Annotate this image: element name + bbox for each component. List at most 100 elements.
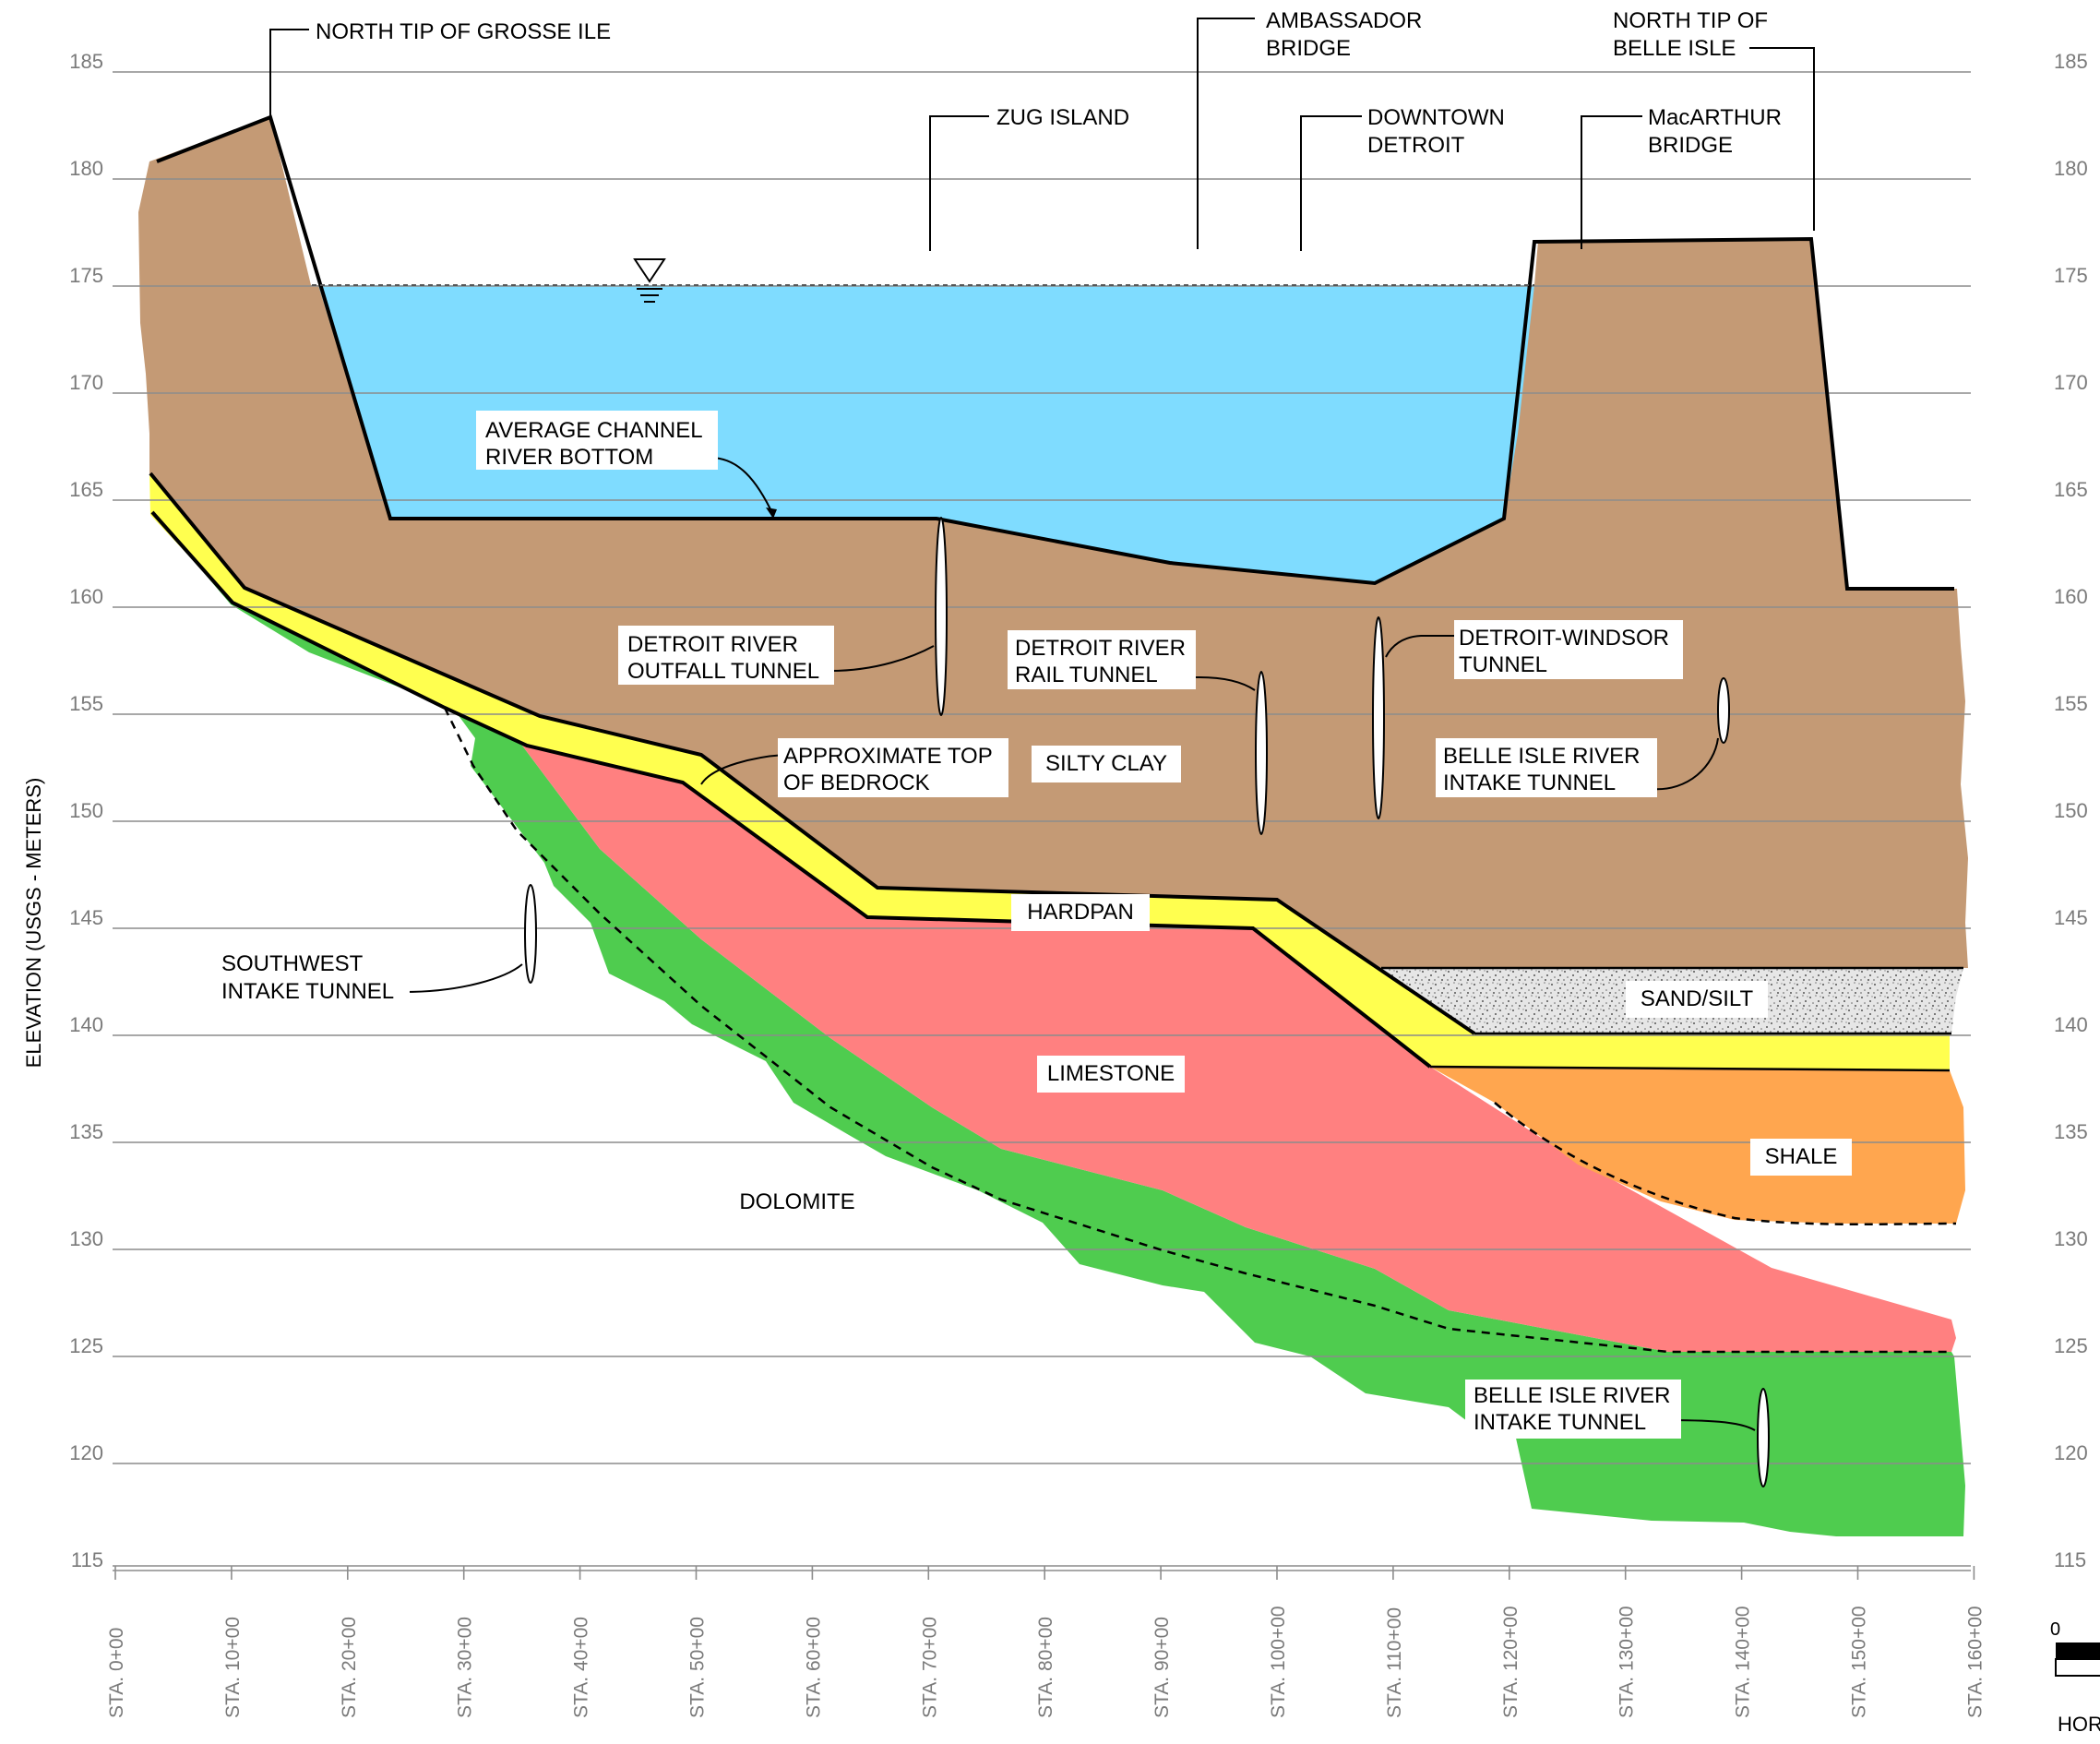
windsor-tunnel-shape bbox=[1372, 616, 1385, 819]
label-silty-clay: SILTY CLAY bbox=[1045, 751, 1167, 776]
downtown-leader bbox=[1300, 115, 1362, 251]
y-tick-label-left: 160 bbox=[69, 585, 103, 608]
x-tick-label: STA. 50+00 bbox=[687, 1617, 709, 1718]
windsor-leader bbox=[1385, 635, 1456, 658]
y-tick-label-right: 120 bbox=[2054, 1441, 2088, 1464]
label-belle-lower-2: INTAKE TUNNEL bbox=[1474, 1410, 1646, 1435]
label-limestone: LIMESTONE bbox=[1047, 1061, 1175, 1086]
y-tick-label-right: 140 bbox=[2054, 1013, 2088, 1036]
x-tick-label: STA. 40+00 bbox=[571, 1617, 592, 1718]
outlines bbox=[149, 114, 1963, 1354]
label-outfall-1: DETROIT RIVER bbox=[627, 632, 798, 657]
landmark-labels: NORTH TIP OF GROSSE ILE AMBASSADOR BRIDG… bbox=[316, 8, 1782, 158]
y-tick-label-right: 145 bbox=[2054, 906, 2088, 929]
y-tick-label-left: 120 bbox=[69, 1441, 103, 1464]
rail-leader bbox=[1164, 676, 1256, 691]
y-tick-label-right: 150 bbox=[2054, 799, 2088, 822]
y-tick-label-right: 135 bbox=[2054, 1120, 2088, 1143]
hardpan-top-line bbox=[149, 472, 1476, 1035]
dolomite-layer bbox=[152, 512, 1965, 1536]
label-bedrock-2: OF BEDROCK bbox=[783, 770, 930, 795]
label-channel-2: RIVER BOTTOM bbox=[485, 445, 653, 470]
label-macarthur-1: MacARTHUR bbox=[1648, 105, 1782, 130]
y-tick-label-left: 140 bbox=[69, 1013, 103, 1036]
label-dolomite: DOLOMITE bbox=[739, 1189, 854, 1214]
y-tick-label-left: 135 bbox=[69, 1120, 103, 1143]
y-tick-label-right: 170 bbox=[2054, 371, 2088, 394]
x-tick-label: STA. 70+00 bbox=[919, 1617, 940, 1718]
shale-bottom-dashed-line bbox=[1494, 1102, 1957, 1226]
x-tick-label: STA. 10+00 bbox=[222, 1617, 244, 1718]
label-downtown-2: DETROIT bbox=[1367, 133, 1465, 158]
belle-intake-upper-shape bbox=[1717, 677, 1730, 744]
y-ticks-right: 1851801751701651601551501451401351301251… bbox=[2054, 50, 2088, 1571]
x-tick-label: STA. 140+00 bbox=[1733, 1606, 1754, 1718]
belle-intake-lower-shape bbox=[1757, 1388, 1770, 1487]
y-tick-label-left: 175 bbox=[69, 264, 103, 287]
shale-layer bbox=[1430, 1067, 1965, 1224]
x-tick-label: STA. 110+00 bbox=[1384, 1607, 1405, 1718]
x-tick-label: STA. 100+00 bbox=[1268, 1606, 1289, 1718]
label-rail-2: RAIL TUNNEL bbox=[1015, 663, 1158, 687]
shale-top-line bbox=[1429, 1065, 1951, 1072]
x-tick-label: STA. 160+00 bbox=[1964, 1606, 1986, 1718]
southwest-intake-shape bbox=[524, 884, 537, 984]
y-tick-label-right: 115 bbox=[2054, 1548, 2086, 1571]
y-tick-label-left: 180 bbox=[69, 157, 103, 180]
label-shale: SHALE bbox=[1765, 1144, 1838, 1169]
hardpan-bottom-line bbox=[150, 510, 1432, 1069]
grid bbox=[113, 71, 1971, 1571]
y-axis-title: ELEVATION (USGS - METERS) bbox=[22, 778, 45, 1069]
leaders bbox=[269, 18, 1815, 1431]
label-macarthur-2: BRIDGE bbox=[1648, 133, 1733, 158]
grosse-ile-leader bbox=[269, 29, 309, 117]
y-tick-label-left: 150 bbox=[69, 799, 103, 822]
label-channel-1: AVERAGE CHANNEL bbox=[485, 418, 703, 443]
label-windsor-2: TUNNEL bbox=[1459, 652, 1547, 677]
scale-bar: 0 HOR bbox=[2050, 1619, 2100, 1736]
x-tick-label: STA. 60+00 bbox=[803, 1617, 824, 1718]
label-ambassador-2: BRIDGE bbox=[1266, 36, 1351, 61]
outfall-leader bbox=[829, 645, 935, 672]
limestone-layer bbox=[445, 696, 1956, 1352]
scale-label: HOR bbox=[2058, 1713, 2100, 1736]
x-tick-label: STA. 130+00 bbox=[1617, 1606, 1638, 1718]
y-tick-label-left: 155 bbox=[69, 692, 103, 715]
y-tick-label-right: 130 bbox=[2054, 1227, 2088, 1250]
y-tick-label-right: 180 bbox=[2054, 157, 2088, 180]
x-tick-label: STA. 80+00 bbox=[1035, 1617, 1056, 1718]
layers bbox=[138, 117, 1968, 1536]
water-level-symbol bbox=[633, 258, 666, 303]
y-tick-label-left: 165 bbox=[69, 478, 103, 501]
tunnels bbox=[524, 517, 1770, 1487]
ambassador-leader bbox=[1197, 18, 1255, 249]
label-southwest-2: INTAKE TUNNEL bbox=[221, 979, 394, 1004]
y-tick-label-left: 185 bbox=[69, 50, 103, 73]
label-grosse-ile: NORTH TIP OF GROSSE ILE bbox=[316, 19, 611, 44]
annotation-labels: AVERAGE CHANNEL RIVER BOTTOM DETROIT RIV… bbox=[214, 411, 1683, 1439]
label-zug-island: ZUG ISLAND bbox=[996, 105, 1129, 130]
x-tick-label: STA. 30+00 bbox=[455, 1617, 476, 1718]
ground-surface-line bbox=[156, 114, 1954, 591]
label-rail-1: DETROIT RIVER bbox=[1015, 636, 1186, 661]
rail-tunnel-shape bbox=[1255, 671, 1268, 835]
label-sand-silt: SAND/SILT bbox=[1641, 986, 1754, 1011]
label-bedrock-1: APPROXIMATE TOP bbox=[783, 744, 993, 769]
southwest-leader bbox=[403, 963, 523, 993]
label-downtown-1: DOWNTOWN bbox=[1367, 105, 1505, 130]
label-belle-upper-2: INTAKE TUNNEL bbox=[1443, 770, 1616, 795]
macarthur-leader bbox=[1581, 115, 1642, 249]
y-tick-label-left: 125 bbox=[69, 1334, 103, 1357]
x-tick-label: STA. 120+00 bbox=[1500, 1606, 1521, 1718]
x-tick-label: STA. 150+00 bbox=[1849, 1606, 1870, 1718]
label-southwest-1: SOUTHWEST bbox=[221, 951, 364, 976]
y-tick-label-right: 175 bbox=[2054, 264, 2088, 287]
y-tick-label-left: 130 bbox=[69, 1227, 103, 1250]
x-tick-label: STA. 0+00 bbox=[106, 1628, 127, 1718]
scale-zero: 0 bbox=[2050, 1619, 2060, 1640]
y-ticks-left: 1851801751701651601551501451401351301251… bbox=[69, 50, 103, 1571]
label-ambassador-1: AMBASSADOR bbox=[1266, 8, 1422, 33]
layer-labels: SILTY CLAY HARDPAN SAND/SILT LIMESTONE S… bbox=[727, 746, 1852, 1221]
